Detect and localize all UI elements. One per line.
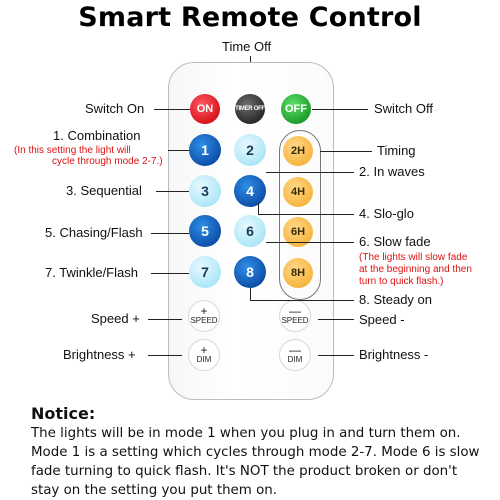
timer-off-button[interactable]: TIMER OFF [235, 94, 265, 124]
leader-line-in-waves [266, 172, 354, 173]
minus-icon: — [289, 343, 301, 357]
sequential-label: 3. Sequential [66, 183, 142, 198]
leader-line-sequential [156, 191, 189, 192]
mode-4-button[interactable]: 4 [234, 175, 266, 207]
leader-line-combination [168, 150, 189, 151]
notice-heading: Notice: [31, 404, 96, 423]
page-title: Smart Remote Control [78, 2, 422, 33]
leader-line-timing [320, 151, 372, 152]
speed-minus-label: SPEED [281, 316, 309, 325]
leader-line-steady-on-vertical [250, 288, 251, 300]
timing-label: Timing [377, 143, 416, 158]
slow-fade-label: 6. Slow fade [359, 234, 431, 249]
mode-7-button[interactable]: 7 [189, 256, 221, 288]
speed-plus-label: SPEED [190, 316, 218, 325]
notice-body: The lights will be in mode 1 when you pl… [31, 424, 491, 500]
speed-minus-button[interactable]: — SPEED [279, 300, 311, 332]
minus-icon: — [289, 304, 301, 318]
dim-plus-label: DIM [196, 355, 212, 364]
leader-line-brightness-minus [318, 355, 354, 356]
plus-icon: + [200, 304, 208, 318]
leader-line-speed-minus [318, 319, 354, 320]
leader-line-twinkle [151, 273, 189, 274]
leader-line-brightness-plus [148, 355, 182, 356]
mode-5-button[interactable]: 5 [189, 215, 221, 247]
dim-minus-button[interactable]: — DIM [279, 339, 311, 371]
combination-note-line-2: cycle through mode 2-7.) [52, 156, 163, 167]
plus-icon: + [200, 343, 208, 357]
leader-line-steady-on [250, 300, 354, 301]
speed-minus-text: Speed - [359, 312, 405, 327]
leader-line-slo-glo-vertical [258, 203, 259, 214]
steady-on-label: 8. Steady on [359, 292, 432, 307]
mode-2-button[interactable]: 2 [234, 134, 266, 166]
leader-line-slo-glo [258, 214, 354, 215]
notice-line-4: stay on the setting you put them on. [31, 483, 278, 498]
dim-minus-label: DIM [287, 355, 303, 364]
slow-fade-note-line-2: at the beginning and then [359, 264, 472, 275]
mode-3-button[interactable]: 3 [189, 175, 221, 207]
notice-line-2: Mode 1 is a setting which cycles through… [31, 445, 480, 460]
timer-2h-button[interactable]: 2H [283, 136, 313, 166]
slow-fade-note-line-1: (The lights will slow fade [359, 252, 468, 263]
brightness-plus-text: Brightness + [63, 347, 136, 362]
leader-line-switch-on [154, 109, 190, 110]
on-button[interactable]: ON [190, 94, 220, 124]
twinkle-flash-label: 7. Twinkle/Flash [45, 265, 138, 280]
leader-line-slow-fade [266, 242, 354, 243]
leader-line-speed-plus [148, 319, 182, 320]
mode-1-button[interactable]: 1 [189, 134, 221, 166]
mode-6-button[interactable]: 6 [234, 215, 266, 247]
combination-note-line-1: (In this setting the light will [14, 145, 131, 156]
timer-8h-button[interactable]: 8H [283, 258, 313, 288]
combination-label: 1. Combination [53, 128, 141, 143]
in-waves-label: 2. In waves [359, 164, 425, 179]
notice-line-3: fade turning to quick flash. It's NOT th… [31, 464, 458, 479]
timer-4h-button[interactable]: 4H [283, 177, 313, 207]
timing-button-group [279, 130, 321, 300]
brightness-minus-text: Brightness - [359, 347, 429, 362]
speed-plus-button[interactable]: + SPEED [188, 300, 220, 332]
mode-8-button[interactable]: 8 [234, 256, 266, 288]
switch-off-label: Switch Off [374, 101, 434, 116]
leader-line-switch-off [312, 109, 368, 110]
notice-line-1: The lights will be in mode 1 when you pl… [31, 426, 461, 441]
off-button[interactable]: OFF [281, 94, 311, 124]
speed-plus-text: Speed + [91, 311, 140, 326]
leader-line-chasing [151, 233, 189, 234]
dim-plus-button[interactable]: + DIM [188, 339, 220, 371]
slo-glo-label: 4. Slo-glo [359, 206, 414, 221]
slow-fade-note-line-3: turn to quick flash.) [359, 276, 444, 287]
switch-on-label: Switch On [85, 101, 145, 116]
time-off-label: Time Off [222, 39, 272, 54]
chasing-flash-label: 5. Chasing/Flash [45, 225, 143, 240]
